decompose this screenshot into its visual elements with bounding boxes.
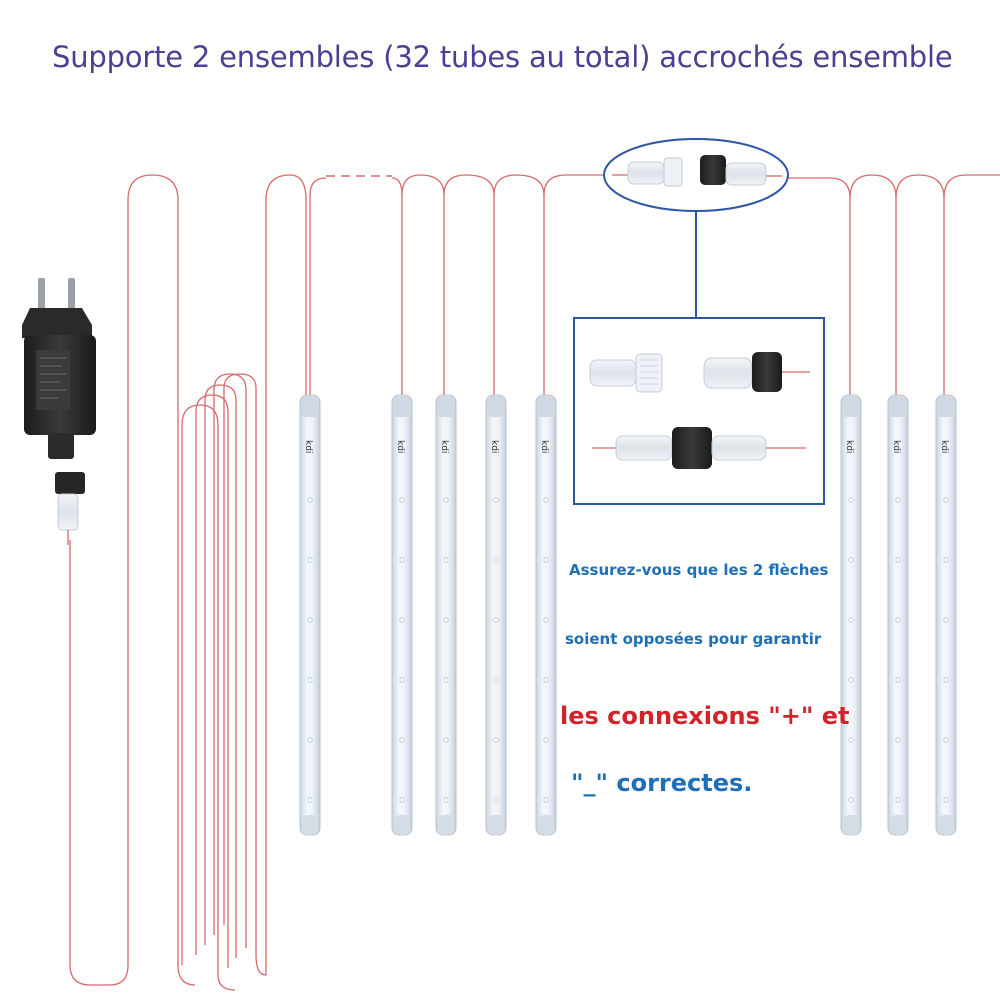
- eu-plug-adapter-icon: [22, 278, 96, 545]
- instruction-line-3: les connexions "+" et: [560, 702, 850, 730]
- connector-icon: [672, 427, 712, 469]
- tube-brand-label: kdi: [539, 440, 549, 453]
- connector-icon: [589, 359, 637, 387]
- tube-brand-label: kdi: [939, 440, 949, 453]
- tube-brand-label: kdi: [303, 440, 313, 453]
- connector-detail-box: [573, 317, 825, 505]
- instruction-line-4: "_" correctes.: [571, 769, 753, 797]
- tube-brand-label: kdi: [891, 440, 901, 453]
- led-tube: kdi: [485, 394, 507, 836]
- tube-brand-label: kdi: [844, 440, 854, 453]
- tube-brand-label: kdi: [489, 440, 499, 453]
- tube-brand-label: kdi: [439, 440, 449, 453]
- instruction-line-2: soient opposées pour garantir: [565, 630, 822, 648]
- tube-brand-label: kdi: [395, 440, 405, 453]
- led-tube: kdi: [391, 394, 413, 836]
- led-tube: kdi: [840, 394, 862, 836]
- led-tube: kdi: [935, 394, 957, 836]
- led-tube: kdi: [535, 394, 557, 836]
- connector-icon: [752, 352, 782, 392]
- led-tubes: kdi kdi kdi kdi: [299, 394, 957, 836]
- connector-callout: [603, 138, 789, 318]
- led-tube: kdi: [435, 394, 457, 836]
- led-tube: kdi: [299, 394, 321, 836]
- led-dots: [307, 497, 949, 803]
- cable-lines: [69, 174, 1000, 991]
- instruction-line-1: Assurez-vous que les 2 flèches: [569, 561, 829, 579]
- led-tube: kdi: [887, 394, 909, 836]
- page-title: Supporte 2 ensembles (32 tubes au total)…: [52, 40, 953, 74]
